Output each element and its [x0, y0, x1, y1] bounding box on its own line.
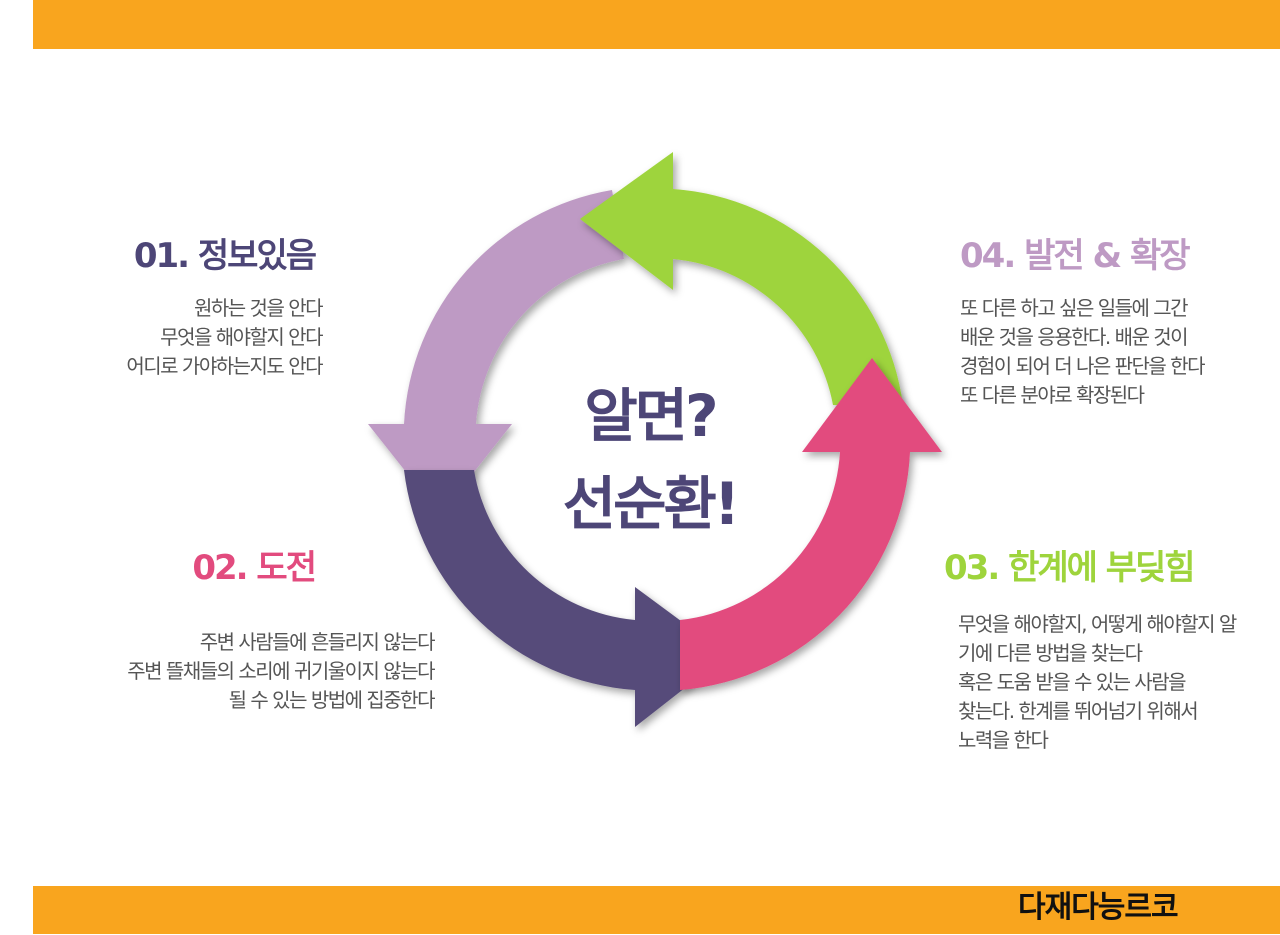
step-3-line: 노력을 한다	[958, 728, 1049, 752]
brand-name: 다재다능르코	[1018, 890, 1179, 925]
step-2-line: 주변 뜰채들의 소리에 귀기울이지 않는다	[127, 659, 435, 683]
step-1-title: 01. 정보있음	[133, 236, 317, 276]
step-1-line: 무엇을 해야할지 안다	[160, 325, 323, 349]
step-1-description: 원하는 것을 안다 무엇을 해야할지 안다 어디로 가야하는지도 안다	[60, 294, 324, 381]
step-3-title: 03. 한계에 부딪힘	[944, 548, 1196, 588]
step-2-line: 주변 사람들에 흔들리지 않는다	[199, 630, 436, 654]
step-4-description: 또 다른 하고 싶은 일들에 그간 배운 것을 응용한다. 배운 것이 경험이 …	[960, 294, 1260, 410]
step-3-line: 찾는다. 한계를 뛰어넘기 위해서	[958, 699, 1199, 723]
step-4-line: 배운 것을 응용한다. 배운 것이	[960, 325, 1189, 349]
top-banner-bar	[33, 0, 1280, 49]
step-1-line: 원하는 것을 안다	[193, 296, 324, 320]
step-1-line: 어디로 가야하는지도 안다	[126, 354, 323, 378]
step-2-description: 주변 사람들에 흔들리지 않는다 주변 뜰채들의 소리에 귀기울이지 않는다 될…	[60, 628, 436, 715]
center-title-line1: 알면?	[584, 382, 718, 450]
step-4-line: 경험이 되어 더 나은 판단을 한다	[960, 354, 1206, 378]
step-3-line: 혹은 도움 받을 수 있는 사람을	[958, 670, 1187, 694]
cycle-arrow-limit	[680, 358, 942, 690]
step-2-line: 될 수 있는 방법에 집중한다	[228, 688, 436, 712]
step-2-title: 02. 도전	[192, 548, 317, 588]
cycle-arrow-information	[368, 190, 624, 515]
center-title-line2: 선순환!	[562, 470, 741, 538]
step-4-line: 또 다른 분야로 확장된다	[960, 383, 1145, 407]
step-4-line: 또 다른 하고 싶은 일들에 그간	[960, 296, 1189, 320]
step-4-title: 04. 발전 & 확장	[960, 236, 1191, 276]
step-3-line: 기에 다른 방법을 찾는다	[958, 641, 1143, 665]
cycle-arrow-growth	[580, 152, 903, 405]
step-3-description: 무엇을 해야할지, 어떻게 해야할지 알 기에 다른 방법을 찾는다 혹은 도움…	[958, 610, 1268, 755]
bottom-banner-bar	[33, 886, 1280, 934]
step-3-line: 무엇을 해야할지, 어떻게 해야할지 알	[958, 612, 1237, 636]
